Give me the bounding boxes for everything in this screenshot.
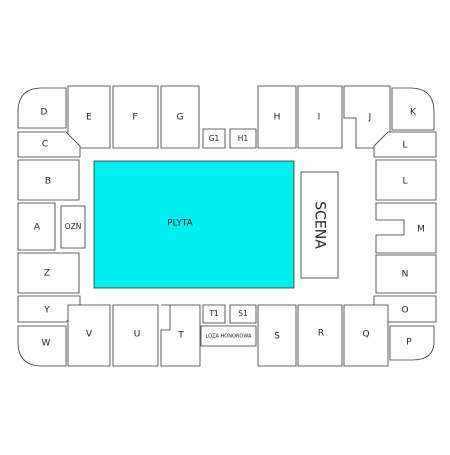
- section-q[interactable]: [343, 304, 389, 367]
- stage: [300, 171, 339, 279]
- section-v[interactable]: [67, 304, 111, 367]
- section-t[interactable]: [160, 304, 201, 367]
- floor-area-plyta[interactable]: [93, 160, 295, 289]
- section-i[interactable]: [297, 85, 343, 149]
- section-ozn[interactable]: [60, 205, 86, 249]
- section-m[interactable]: [375, 202, 437, 254]
- section-z[interactable]: [17, 252, 80, 294]
- section-l-top[interactable]: [373, 131, 437, 158]
- section-u[interactable]: [112, 304, 159, 367]
- section-c[interactable]: [17, 131, 81, 158]
- section-g1[interactable]: [202, 128, 226, 149]
- section-s1[interactable]: [229, 304, 257, 324]
- section-k[interactable]: [391, 87, 435, 131]
- section-d[interactable]: [17, 87, 67, 129]
- section-e[interactable]: [67, 85, 111, 149]
- stage-label: SCENA: [312, 201, 328, 249]
- section-h1[interactable]: [229, 128, 257, 149]
- section-r[interactable]: [297, 304, 343, 367]
- section-b[interactable]: [17, 159, 80, 201]
- section-j[interactable]: [343, 85, 391, 149]
- section-p[interactable]: [389, 325, 435, 361]
- section-n[interactable]: [375, 254, 437, 294]
- section-h[interactable]: [257, 85, 297, 149]
- section-a[interactable]: [17, 202, 56, 251]
- section-loza-honorowa[interactable]: [200, 325, 257, 347]
- section-l-mid[interactable]: [375, 159, 437, 201]
- section-g[interactable]: [160, 85, 200, 149]
- section-s[interactable]: [257, 304, 297, 367]
- section-f[interactable]: [112, 85, 159, 149]
- section-t1[interactable]: [202, 304, 226, 324]
- section-w[interactable]: [17, 325, 67, 367]
